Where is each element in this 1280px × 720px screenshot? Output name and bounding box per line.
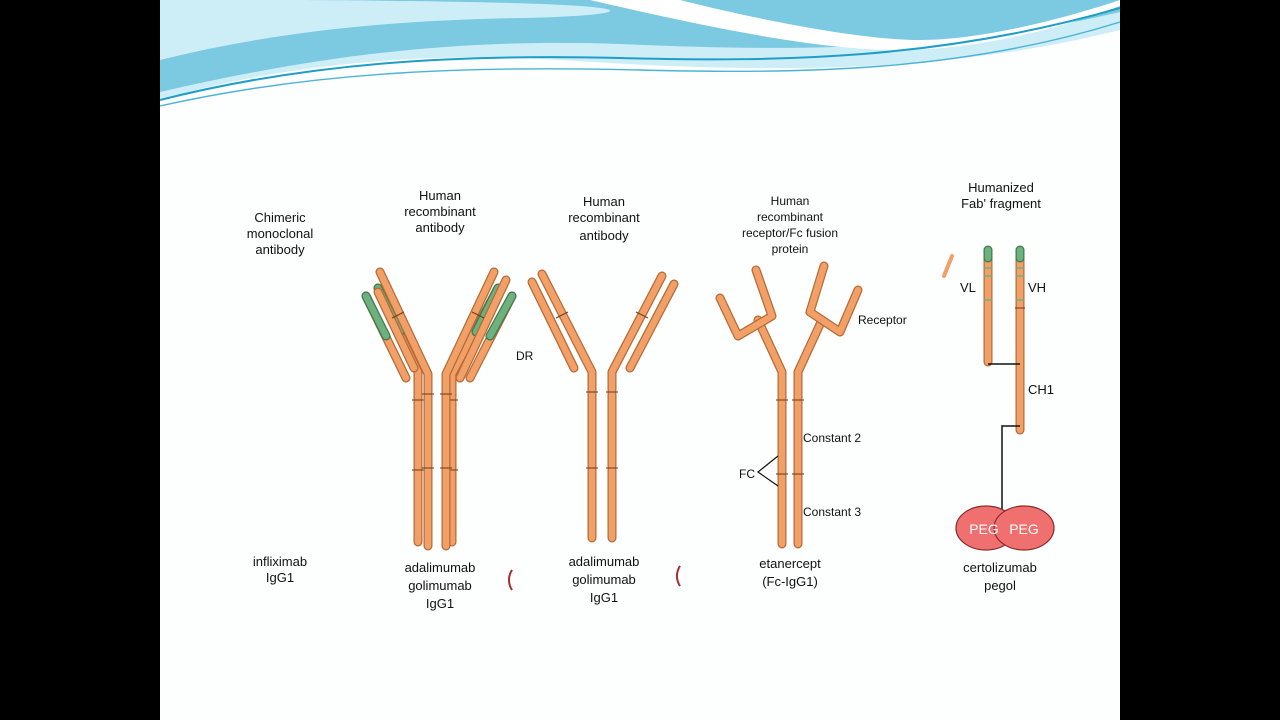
panel3-caption-line3: IgG1 <box>590 590 618 605</box>
ch1-label: CH1 <box>1028 382 1054 397</box>
p1-var-light-left-fill <box>362 292 390 340</box>
panel2-title-line3: antibody <box>415 220 465 235</box>
panel4-title-line1: Human <box>771 194 810 208</box>
p5-peg-linker <box>1001 425 1020 516</box>
panel2-caption-line3: IgG1 <box>426 596 454 611</box>
peg-right-label: PEG <box>1009 521 1039 537</box>
panel4-title-line3: receptor/Fc fusion <box>742 226 838 240</box>
header-waves <box>160 0 1120 107</box>
panel1-caption-line2: IgG1 <box>266 570 294 585</box>
panel2-title-line1: Human <box>419 188 461 203</box>
p2-heavy-left-fill <box>376 268 432 550</box>
panel1-title-line3: antibody <box>255 242 305 257</box>
fab-fragment-shape <box>942 245 1055 551</box>
panel3-caption-line2: golimumab <box>572 572 636 587</box>
panel-human-2: Human recombinant antibody adalimumab go… <box>527 194 679 605</box>
panel3-title-line3: antibody <box>579 228 629 243</box>
vh-label: VH <box>1028 280 1046 295</box>
p3-divider <box>635 311 649 319</box>
p3-light-left-fill <box>528 278 578 372</box>
panel2-caption-line2: golimumab <box>408 578 472 593</box>
panel1-title-line1: Chimeric <box>254 210 306 225</box>
p2-divider <box>391 311 405 319</box>
panel2-title-line2: recombinant <box>404 204 476 219</box>
panel5-caption-line2: pegol <box>984 578 1016 593</box>
constant2-label: Constant 2 <box>803 431 861 445</box>
cut-fragment-arc-right <box>676 565 681 587</box>
wave-line-2 <box>160 21 1120 107</box>
panel3-caption-line1: adalimumab <box>569 554 640 569</box>
human-antibody-shape-2 <box>527 269 679 543</box>
receptor-label: Receptor <box>858 313 907 327</box>
peg-right-blob <box>993 505 1055 551</box>
panel4-caption-line1: etanercept <box>759 556 821 571</box>
cut-fragment-arc-left <box>508 569 513 591</box>
slide: Chimeric monoclonal antibody <box>160 0 1120 720</box>
p4-stem-left-fill <box>754 316 786 548</box>
wave-mid <box>160 0 1120 92</box>
p2-light-left-fill <box>374 288 418 372</box>
p2-light-right-fill <box>456 276 510 382</box>
p1-var-light-right-fill <box>486 292 516 340</box>
panel3-title-line2: recombinant <box>568 210 640 225</box>
panel1-title-line2: monoclonal <box>247 226 314 241</box>
panel-fab: Humanized Fab' fragment <box>942 180 1055 593</box>
p3-divider <box>555 311 569 319</box>
panel5-title-line1: Humanized <box>968 180 1034 195</box>
p3-heavy-left-fill <box>538 270 596 542</box>
p4-fc-bracket <box>756 455 779 487</box>
p2-divider <box>471 311 485 319</box>
panel2-caption-line1: adalimumab <box>405 560 476 575</box>
panel4-caption-line2: (Fc-IgG1) <box>762 574 818 589</box>
vl-label: VL <box>960 280 976 295</box>
panel5-title-line2: Fab' fragment <box>961 196 1041 211</box>
wave-line-1 <box>160 7 1120 101</box>
p4-receptor-right-fill <box>806 262 862 336</box>
p4-receptor-left-fill <box>716 266 776 340</box>
panel4-title-line4: protein <box>772 242 809 256</box>
fusion-protein-shape <box>715 261 863 549</box>
human-antibody-shape-1 <box>373 267 511 551</box>
constant3-label: Constant 3 <box>803 505 861 519</box>
panel-fusion: Human recombinant receptor/Fc fusion pro… <box>715 194 907 589</box>
panel4-title-line2: recombinant <box>757 210 824 224</box>
p3-heavy-right-fill <box>608 272 666 542</box>
fc-label: FC <box>739 467 755 481</box>
antibody-diagram: Chimeric monoclonal antibody <box>160 0 1120 611</box>
panel3-title-line1: Human <box>583 194 625 209</box>
panel1-caption-line1: infliximab <box>253 554 307 569</box>
peg-left-label: PEG <box>969 521 999 537</box>
p2-heavy-right-fill <box>442 268 498 550</box>
p4-stem-right-fill <box>794 316 826 548</box>
cut-fragment-label: DR <box>516 349 534 363</box>
p3-light-right-fill <box>626 280 678 372</box>
p5-partial-arm <box>942 254 954 278</box>
panel5-caption-line1: certolizumab <box>963 560 1037 575</box>
panel-human-1: Human recombinant antibody adalimumab go… <box>373 188 511 611</box>
